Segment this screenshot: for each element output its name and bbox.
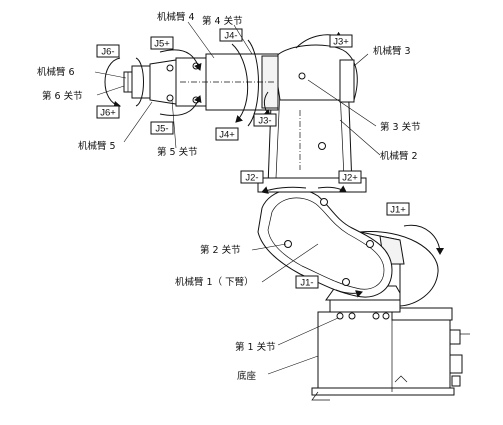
svg-text:J4-: J4- <box>224 31 237 42</box>
joint-tag-j6-minus: J6- <box>96 44 120 58</box>
svg-text:J1-: J1- <box>300 278 313 289</box>
label-base: 底座 <box>237 370 257 382</box>
label-joint5: 第 5 关节 <box>157 146 198 158</box>
label-arm6: 机械臂 6 <box>37 66 75 78</box>
arm5-wrist <box>149 59 177 105</box>
label-joint2: 第 2 关节 <box>200 244 241 256</box>
joint-tag-j2-minus: J2- <box>240 170 264 184</box>
svg-text:J3+: J3+ <box>333 37 349 48</box>
label-joint6: 第 6 关节 <box>42 90 83 102</box>
joint-tag-j3-plus: J3+ <box>329 34 353 48</box>
leader-lines <box>94 21 381 375</box>
joint-tag-j1-plus: J1+ <box>386 202 410 216</box>
svg-text:J5+: J5+ <box>154 39 170 50</box>
joint-tag-j6-plus: J6+ <box>96 105 120 119</box>
label-joint1: 第 1 关节 <box>235 341 276 353</box>
joint-tag-j5-minus: J5- <box>150 121 174 135</box>
svg-text:J6+: J6+ <box>100 108 116 119</box>
svg-text:J5-: J5- <box>155 124 168 135</box>
svg-text:J2-: J2- <box>245 173 258 184</box>
joint-tag-j4-plus: J4+ <box>215 127 239 141</box>
joint-tag-j3-minus: J3- <box>253 113 277 127</box>
svg-text:J4+: J4+ <box>219 130 235 141</box>
svg-text:J2+: J2+ <box>342 173 358 184</box>
label-arm1: 机械臂 1（ 下臂） <box>175 276 254 288</box>
joint-tag-j1-minus: J1- <box>295 275 319 289</box>
label-joint3: 第 3 关节 <box>380 121 421 133</box>
label-arm5: 机械臂 5 <box>78 140 116 152</box>
label-arm4: 机械臂 4 <box>157 11 195 23</box>
label-arm2: 机械臂 2 <box>380 150 418 162</box>
joint1-housing <box>325 231 439 313</box>
joint-tag-j2-plus: J2+ <box>338 170 362 184</box>
arm1-lower-arm <box>257 188 393 298</box>
joint-tag-j4-minus: J4- <box>219 28 243 42</box>
arm6-flange <box>123 65 151 99</box>
robot-base <box>311 307 470 401</box>
arm3-elbow <box>273 44 358 103</box>
svg-text:J6-: J6- <box>101 47 114 58</box>
arm4-forearm <box>175 53 279 111</box>
svg-text:J3-: J3- <box>258 116 271 127</box>
label-arm3: 机械臂 3 <box>373 45 411 57</box>
svg-text:J1+: J1+ <box>390 205 406 216</box>
label-joint4: 第 4 关节 <box>202 15 243 27</box>
joint-tag-j5-plus: J5+ <box>150 36 174 50</box>
